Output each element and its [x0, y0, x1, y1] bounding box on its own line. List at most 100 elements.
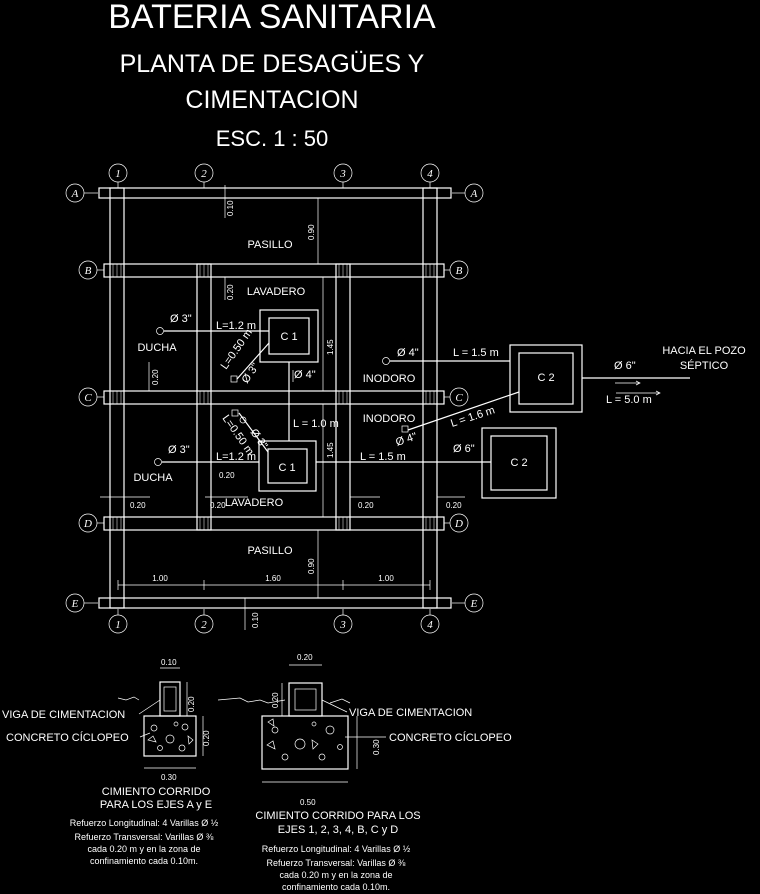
room-lavadero-top: LAVADERO — [247, 286, 306, 298]
dim-090-top: 0.90 — [307, 224, 316, 240]
axis-4-top: 4 — [427, 168, 433, 180]
room-inodoro-bottom: INODORO — [363, 413, 416, 425]
pipe-hacia-pozo-1: HACIA EL POZO — [662, 345, 746, 357]
plan-dimensions: 0.10 0.90 0.20 0.20 1.45 1.45 0.20 0.20 … — [100, 185, 465, 630]
room-lavadero-bottom: LAVADERO — [225, 497, 284, 509]
drain-pipes — [154, 327, 690, 466]
s1-ref-4: confinamiento cada 0.10m. — [90, 856, 198, 866]
axis-D-right: D — [454, 518, 463, 530]
s2-title-2: EJES 1, 2, 3, 4, B, C y D — [278, 824, 398, 836]
chamber-c2-low: C 2 — [481, 427, 557, 499]
chamber-c1-bottom-label: C 1 — [278, 462, 295, 474]
axis-C-right: C — [455, 392, 463, 404]
pipe-hacia-pozo-2: SÉPTICO — [680, 359, 729, 372]
s1-ref-2: Refuerzo Transversal: Varillas Ø ⅜ — [75, 832, 214, 842]
dim-090-bot: 0.90 — [307, 558, 316, 574]
dim-020-c: 0.20 — [219, 471, 235, 480]
pipe-d6-low: Ø 6" — [453, 443, 475, 455]
pipe-d3-top: Ø 3" — [170, 313, 192, 325]
axis-A-left: A — [71, 188, 79, 200]
s1-dim-010: 0.10 — [161, 658, 177, 667]
drawing-scale: ESC. 1 : 50 — [216, 126, 329, 151]
pipe-l15-bot: L = 1.5 m — [360, 451, 406, 463]
drawing-title: BATERIA SANITARIA — [108, 0, 436, 36]
axis-3-bottom: 3 — [339, 619, 346, 631]
axis-D-left: D — [83, 518, 92, 530]
pipe-l15-top: L = 1.5 m — [453, 347, 499, 359]
s1-ref-1: Refuerzo Longitudinal: 4 Varillas Ø ½ — [70, 818, 219, 828]
room-inodoro-top: INODORO — [363, 373, 416, 385]
axis-4-bottom: 4 — [427, 619, 433, 631]
room-ducha-bottom: DUCHA — [133, 472, 173, 484]
s2-viga-label: VIGA DE CIMENTACION — [349, 707, 472, 719]
s1-title-2: PARA LOS EJES A y E — [100, 799, 212, 811]
axis-1-bottom: 1 — [115, 619, 121, 631]
s2-dim-030: 0.30 — [372, 739, 381, 755]
dim-010-top: 0.10 — [226, 200, 235, 216]
s2-ref-3: cada 0.20 m y en la zona de — [279, 870, 392, 880]
axis-A-right: A — [470, 188, 478, 200]
axis-2-top: 2 — [201, 168, 207, 180]
chamber-c1-top-label: C 1 — [280, 331, 297, 343]
pipe-d6-right: Ø 6" — [614, 360, 636, 372]
dim-020-b: 0.20 — [151, 369, 160, 385]
s2-ref-1: Refuerzo Longitudinal: 4 Varillas Ø ½ — [262, 844, 411, 854]
s2-ref-2: Refuerzo Transversal: Varillas Ø ⅜ — [267, 858, 406, 868]
section-axes-1-4-bcd: 0.20 0.20 0.30 0.50 VIGA DE CIMENTACION … — [217, 653, 512, 892]
s2-ref-4: confinamiento cada 0.10m. — [282, 882, 390, 892]
section-axes-a-e: 0.10 0.20 0.20 0.30 VIGA DE CIMENTACION … — [2, 658, 219, 866]
s1-dim-030: 0.30 — [161, 773, 177, 782]
axis-B-right: B — [456, 265, 463, 277]
dim-020-mid: 0.20 — [210, 501, 226, 510]
room-pasillo-bottom: PASILLO — [247, 545, 292, 557]
s1-ref-3: cada 0.20 m y en la zona de — [87, 844, 200, 854]
drawing-subtitle-2: CIMENTACION — [185, 86, 358, 114]
s1-title-1: CIMIENTO CORRIDO — [102, 786, 211, 798]
pipe-l12-bot: L=1.2 m — [216, 451, 256, 463]
s2-dim-050: 0.50 — [300, 798, 316, 807]
s2-dim-020-v: 0.20 — [271, 692, 280, 708]
pipe-d4-inodoro-top: Ø 4" — [397, 347, 419, 359]
dim-010-bot: 0.10 — [251, 612, 260, 628]
chamber-c2-right: C 2 — [509, 344, 583, 413]
s2-title-1: CIMIENTO CORRIDO PARA LOS — [255, 810, 420, 822]
dim-100-b: 1.00 — [378, 574, 394, 583]
s1-concreto-label: CONCRETO CÍCLOPEO — [6, 731, 129, 744]
axis-1-top: 1 — [115, 168, 121, 180]
s1-dim-020-v: 0.20 — [187, 696, 196, 712]
dim-020-r2: 0.20 — [446, 501, 462, 510]
axis-E-right: E — [470, 598, 478, 610]
dim-160: 1.60 — [265, 574, 281, 583]
pipe-l12-top: L=1.2 m — [216, 320, 256, 332]
s2-dim-020-top: 0.20 — [297, 653, 313, 662]
axis-B-left: B — [85, 265, 92, 277]
chamber-c1-top: C 1 — [259, 309, 319, 363]
dim-020-left: 0.20 — [130, 501, 146, 510]
pipe-d4-inodoro-bot: Ø 4" — [394, 431, 418, 449]
pipe-l10: L = 1.0 m — [293, 418, 339, 430]
room-pasillo-top: PASILLO — [247, 239, 292, 251]
axis-E-left: E — [71, 598, 79, 610]
chamber-c2-right-label: C 2 — [537, 372, 554, 384]
axis-3-top: 3 — [339, 168, 346, 180]
dim-145-b: 1.45 — [326, 442, 335, 458]
drawing-subtitle-1: PLANTA DE DESAGÜES Y — [120, 50, 425, 78]
dim-020-r1: 0.20 — [358, 501, 374, 510]
axis-2-bottom: 2 — [201, 619, 207, 631]
s2-concreto-label: CONCRETO CÍCLOPEO — [389, 731, 512, 744]
s1-viga-label: VIGA DE CIMENTACION — [2, 709, 125, 721]
chamber-c1-bottom: C 1 — [258, 440, 317, 492]
foundation-plan — [98, 187, 452, 609]
axis-C-left: C — [84, 392, 92, 404]
room-ducha-top: DUCHA — [137, 342, 177, 354]
pipe-d3-bot: Ø 3" — [168, 444, 190, 456]
pipe-d3-diag-top: Ø 3" — [240, 361, 262, 386]
pipe-d4-mid: Ø 4" — [294, 369, 316, 381]
chamber-c2-low-label: C 2 — [510, 457, 527, 469]
dim-145-a: 1.45 — [326, 339, 335, 355]
s1-dim-020-h: 0.20 — [202, 730, 211, 746]
pipe-l50: L = 5.0 m — [606, 394, 652, 406]
axis-bubbles: 1 2 3 4 1 2 3 4 A B C D E A B C D E — [65, 163, 484, 634]
dim-100-a: 1.00 — [152, 574, 168, 583]
